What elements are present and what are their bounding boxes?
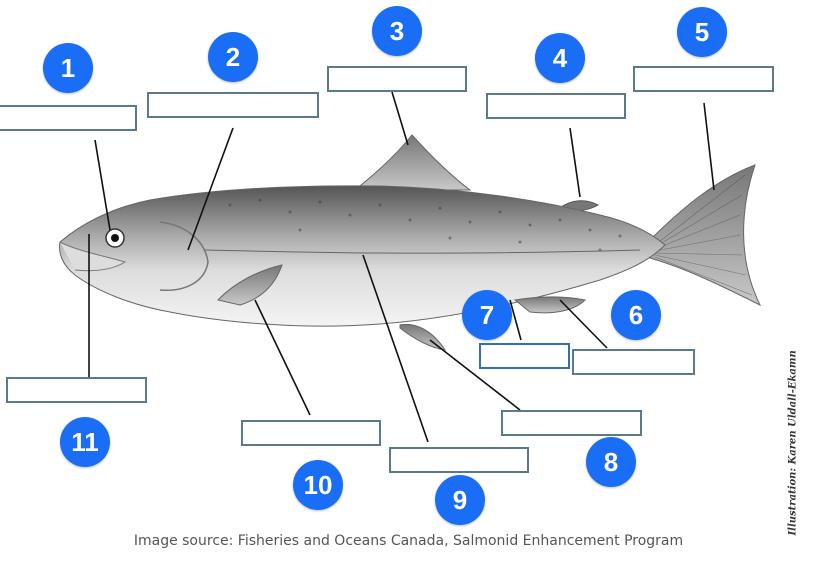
mouth [59, 241, 127, 272]
badge-6: 6 [611, 290, 661, 340]
answer-box-7[interactable] [479, 343, 570, 369]
leader-lines [88, 91, 715, 443]
body-spots [228, 198, 622, 252]
pectoral-fin [217, 264, 283, 306]
answer-box-1[interactable] [0, 105, 137, 131]
answer-box-4[interactable] [486, 93, 626, 119]
answer-box-3[interactable] [327, 66, 467, 92]
answer-box-11[interactable] [6, 377, 147, 403]
badge-5: 5 [677, 7, 727, 57]
answer-box-10[interactable] [241, 420, 381, 446]
answer-box-5[interactable] [633, 66, 774, 92]
answer-box-9[interactable] [389, 447, 529, 473]
caudal-fin [649, 164, 762, 307]
lateral-line [204, 249, 641, 254]
badge-8: 8 [586, 437, 636, 487]
badge-2: 2 [208, 32, 258, 82]
badge-11: 11 [60, 417, 110, 467]
gill-cover [159, 221, 209, 291]
anal-fin [513, 296, 587, 314]
fish-body [59, 185, 666, 327]
badge-3: 3 [372, 6, 422, 56]
caudal-fin-rays [654, 174, 753, 296]
badge-10: 10 [293, 460, 343, 510]
dorsal-fin [353, 134, 472, 191]
answer-box-6[interactable] [572, 349, 695, 375]
image-source-caption: Image source: Fisheries and Oceans Canad… [133, 533, 684, 549]
badge-9: 9 [435, 475, 485, 525]
answer-box-8[interactable] [501, 410, 642, 436]
pupil [111, 234, 119, 242]
answer-box-2[interactable] [147, 92, 319, 118]
illustration-credit: Illustration: Karen Uldall-Ekamn [787, 350, 799, 536]
badge-1: 1 [43, 43, 93, 93]
badge-7: 7 [462, 290, 512, 340]
badge-4: 4 [535, 33, 585, 83]
